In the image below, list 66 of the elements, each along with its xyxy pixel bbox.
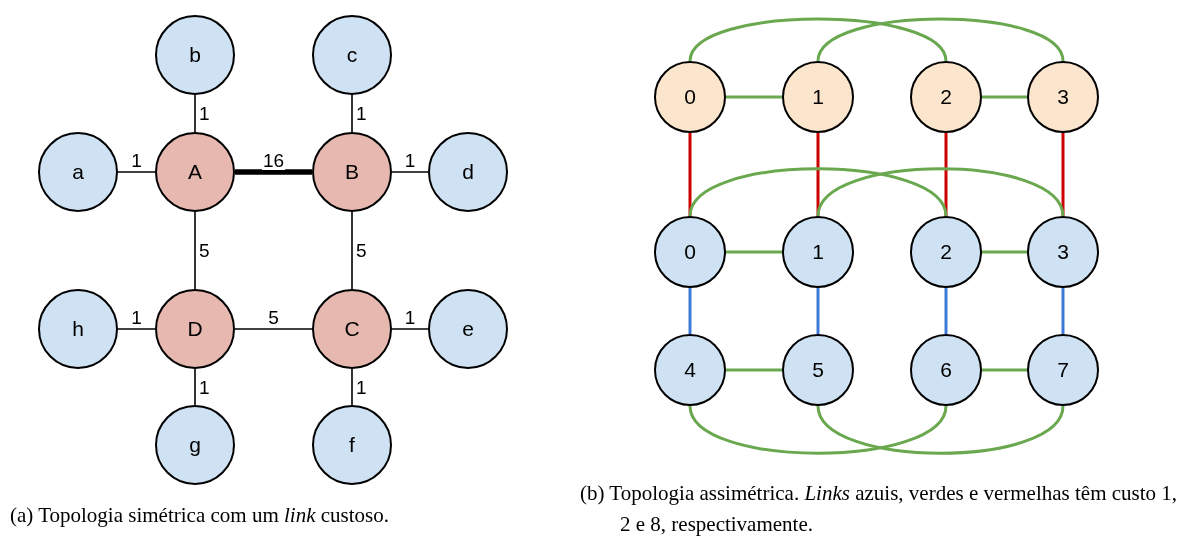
node-label: d bbox=[462, 160, 474, 184]
link-line bbox=[726, 368, 782, 372]
link-line bbox=[944, 133, 948, 216]
link-line bbox=[235, 169, 312, 175]
node-label: g bbox=[189, 433, 201, 457]
node-label: D bbox=[187, 317, 203, 341]
arc-link bbox=[688, 17, 948, 62]
link-line bbox=[1061, 133, 1065, 216]
node-label: 5 bbox=[812, 358, 824, 382]
arc-link bbox=[816, 167, 1065, 217]
node-label: A bbox=[188, 160, 202, 184]
node-label: 4 bbox=[684, 358, 696, 382]
link-line bbox=[982, 250, 1027, 254]
edge-label: 1 bbox=[403, 151, 417, 170]
node-label: f bbox=[349, 433, 355, 457]
link-line bbox=[982, 368, 1027, 372]
link-line bbox=[982, 95, 1027, 99]
node-label: 6 bbox=[940, 358, 952, 382]
node-label: e bbox=[462, 317, 474, 341]
link-line bbox=[351, 94, 353, 133]
edge-label: 1 bbox=[130, 151, 143, 170]
link-line bbox=[194, 368, 196, 406]
link-line bbox=[816, 288, 820, 334]
link-line bbox=[726, 95, 782, 99]
link-line bbox=[391, 171, 429, 173]
node-label: 0 bbox=[684, 85, 696, 109]
node-label: 1 bbox=[812, 240, 824, 264]
link-line bbox=[944, 288, 948, 334]
node-label: a bbox=[72, 160, 84, 184]
node-label: h bbox=[72, 317, 84, 341]
edge-label: 5 bbox=[355, 241, 368, 260]
link-line bbox=[351, 368, 353, 406]
link-line bbox=[351, 211, 353, 290]
edge-label: 1 bbox=[198, 104, 211, 123]
edge-label: 5 bbox=[267, 308, 280, 327]
link-line bbox=[117, 328, 156, 330]
link-line bbox=[688, 288, 692, 334]
link-line bbox=[234, 328, 313, 330]
arc-link bbox=[816, 405, 1065, 455]
link-line bbox=[726, 250, 782, 254]
node-label: 3 bbox=[1057, 240, 1069, 264]
arc-link bbox=[688, 405, 948, 455]
edge-label: 1 bbox=[403, 308, 417, 327]
link-line bbox=[117, 171, 156, 173]
edge-label: 1 bbox=[355, 104, 368, 123]
node-label: 7 bbox=[1057, 358, 1069, 382]
node-label: b bbox=[189, 43, 201, 67]
edge-label: 5 bbox=[198, 241, 211, 260]
node-label: 2 bbox=[940, 85, 952, 109]
link-line bbox=[1061, 288, 1065, 334]
node-label: B bbox=[345, 160, 359, 184]
caption: (a) Topologia simétrica com um link custoso. bbox=[10, 502, 390, 529]
node-label: C bbox=[344, 317, 360, 341]
node-label: 3 bbox=[1057, 85, 1069, 109]
edge-label: 16 bbox=[261, 151, 286, 170]
arc-link bbox=[688, 167, 948, 217]
arc-link bbox=[816, 17, 1065, 62]
edge-label: 1 bbox=[130, 308, 143, 327]
link-line bbox=[194, 94, 196, 133]
node-label: 1 bbox=[812, 85, 824, 109]
node-label: c bbox=[346, 43, 358, 67]
node-label: 2 bbox=[940, 240, 952, 264]
node-label: 0 bbox=[684, 240, 696, 264]
link-line bbox=[391, 328, 429, 330]
caption: (b) Topologia assimétrica. Links azuis, verdes e vermelhas têm custo 1, 2 e 8, respectivamente. bbox=[580, 480, 1179, 538]
link-line bbox=[194, 211, 196, 290]
